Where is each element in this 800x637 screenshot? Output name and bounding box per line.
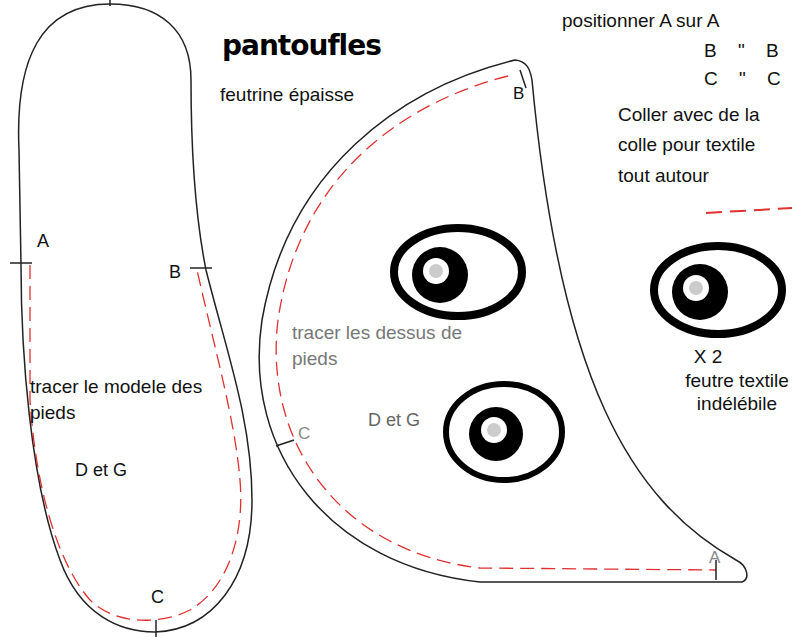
note: feutre textile indélébile [672,370,800,416]
mark-tick [190,267,212,269]
mark-tick [109,0,111,6]
note: B " B [704,40,779,62]
glue-line-sole [30,265,241,620]
note: positionner A sur A [562,10,719,32]
legend-line-sample [706,208,792,213]
legend-text: Coller avec de la colle pour textile tou… [618,100,790,191]
instruction-text: tracer le modele des pieds [30,374,235,425]
point-letter: C [298,424,310,444]
eye [394,228,522,316]
sole-outline [19,4,252,632]
point-letter: A [709,548,720,568]
mark-tick [276,440,294,446]
point-letter: C [151,587,164,608]
note: C " C [704,68,781,90]
eye-template [654,246,782,334]
instruction-text: tracer les dessus de pieds [292,320,492,371]
mark-tick [155,620,157,637]
side-note: D et G [368,410,420,431]
title: pantoufles [222,30,381,62]
eye [446,384,562,480]
mark-tick [10,262,32,264]
quantity-note: X 2 [668,346,748,368]
note: feutrine épaisse [220,84,354,106]
point-letter: B [513,84,524,104]
side-note: D et G [75,460,127,481]
point-letter: B [169,262,181,283]
point-letter: A [37,231,49,252]
